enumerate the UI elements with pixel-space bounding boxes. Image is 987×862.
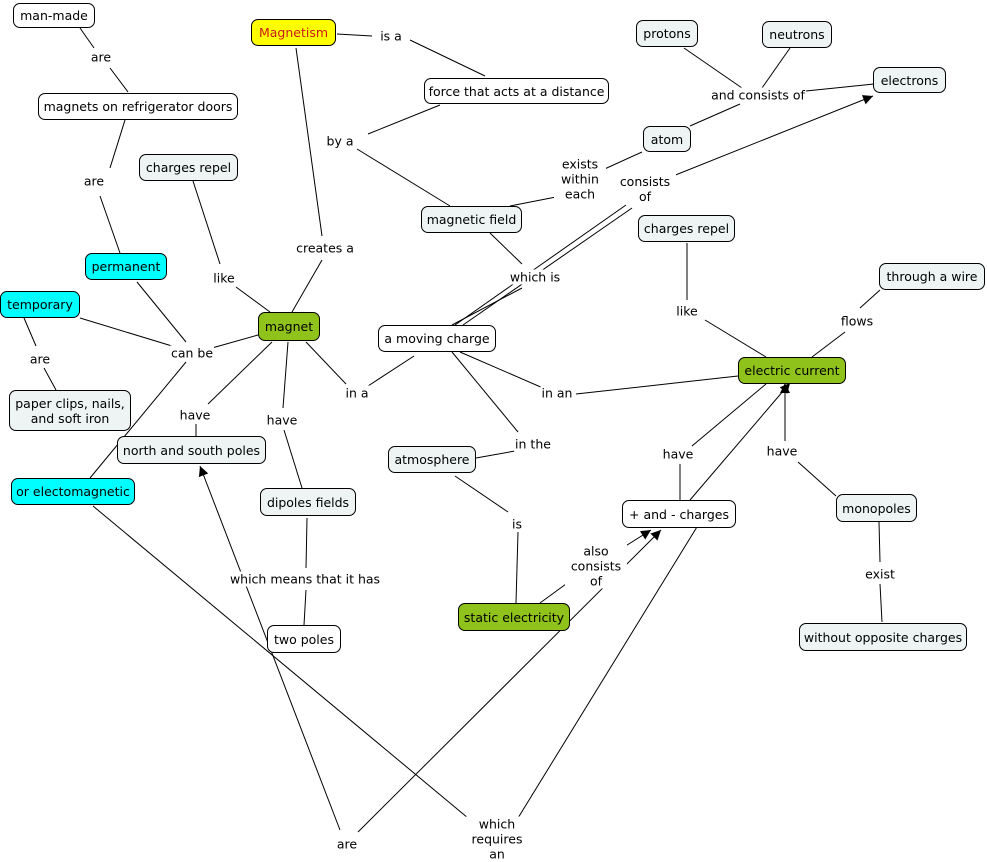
node-temporary[interactable]: temporary — [0, 291, 80, 318]
node-north-and-south-poles[interactable]: north and south poles — [117, 436, 266, 464]
link-label-which-requires-an: which requires an — [466, 816, 528, 862]
link-label-exist: exist — [864, 566, 896, 582]
node-static-electricity[interactable]: static electricity — [458, 603, 570, 631]
link-label-like-left: like — [212, 270, 236, 286]
link-label-which-means-that-it-has: which means that it has — [228, 571, 382, 587]
link-label-have-dipoles: have — [265, 412, 299, 428]
link-label-in-the: in the — [514, 436, 552, 452]
node-monopoles[interactable]: monopoles — [836, 494, 917, 522]
link-label-which-is: which is — [508, 269, 562, 285]
link-label-are-temporary: are — [28, 351, 52, 367]
link-label-also-consists-of: also consists of — [565, 543, 627, 589]
node-magnets-on-refrigerator-doors[interactable]: magnets on refrigerator doors — [38, 93, 238, 120]
link-label-consists-of: consists of — [614, 174, 676, 204]
node-charges-repel-right[interactable]: charges repel — [638, 215, 735, 242]
link-label-flows: flows — [839, 313, 875, 329]
node-neutrons[interactable]: neutrons — [762, 21, 832, 48]
node-magnetic-field[interactable]: magnetic field — [421, 206, 522, 233]
node-charges-repel-left[interactable]: charges repel — [139, 154, 238, 181]
node-electrons[interactable]: electrons — [873, 67, 946, 93]
node-moving-charge[interactable]: a moving charge — [378, 325, 496, 352]
link-label-is: is — [511, 516, 523, 532]
link-label-have-charges: have — [661, 446, 695, 462]
link-label-and-consists-of: and consists of — [710, 87, 806, 103]
node-force-at-distance[interactable]: force that acts at a distance — [424, 78, 609, 104]
link-label-creates-a: creates a — [295, 240, 355, 256]
node-permanent[interactable]: permanent — [85, 253, 167, 280]
node-magnetism[interactable]: Magnetism — [251, 19, 336, 46]
link-label-in-an: in an — [540, 385, 574, 401]
link-label-have-monopoles: have — [765, 443, 799, 459]
node-atmosphere[interactable]: atmosphere — [388, 446, 476, 473]
link-label-exists-within-each: exists within each — [554, 156, 606, 202]
node-plus-minus-charges[interactable]: + and - charges — [622, 500, 736, 528]
link-label-are-bottom: are — [335, 836, 359, 852]
link-label-by-a: by a — [325, 133, 355, 149]
link-label-have-poles: have — [178, 407, 212, 423]
link-label-in-a: in a — [344, 385, 370, 401]
link-label-like-right: like — [675, 303, 699, 319]
node-dipoles-fields[interactable]: dipoles fields — [260, 488, 356, 516]
node-protons[interactable]: protons — [636, 20, 698, 47]
node-paper-clips-nails-soft-iron[interactable]: paper clips, nails, and soft iron — [9, 390, 131, 431]
node-electromagnetic[interactable]: or electomagnetic — [11, 478, 135, 505]
link-label-are-man-made: are — [89, 49, 113, 65]
node-electric-current[interactable]: electric current — [738, 357, 846, 384]
link-label-can-be: can be — [169, 345, 215, 361]
node-without-opposite-charges[interactable]: without opposite charges — [799, 623, 967, 651]
node-atom[interactable]: atom — [643, 126, 691, 152]
link-label-is-a: is a — [379, 28, 403, 44]
node-two-poles[interactable]: two poles — [267, 625, 341, 653]
node-magnet[interactable]: magnet — [258, 312, 320, 341]
node-through-a-wire[interactable]: through a wire — [879, 263, 985, 290]
link-label-are-magnets: are — [82, 173, 106, 189]
node-man-made[interactable]: man-made — [13, 3, 95, 28]
